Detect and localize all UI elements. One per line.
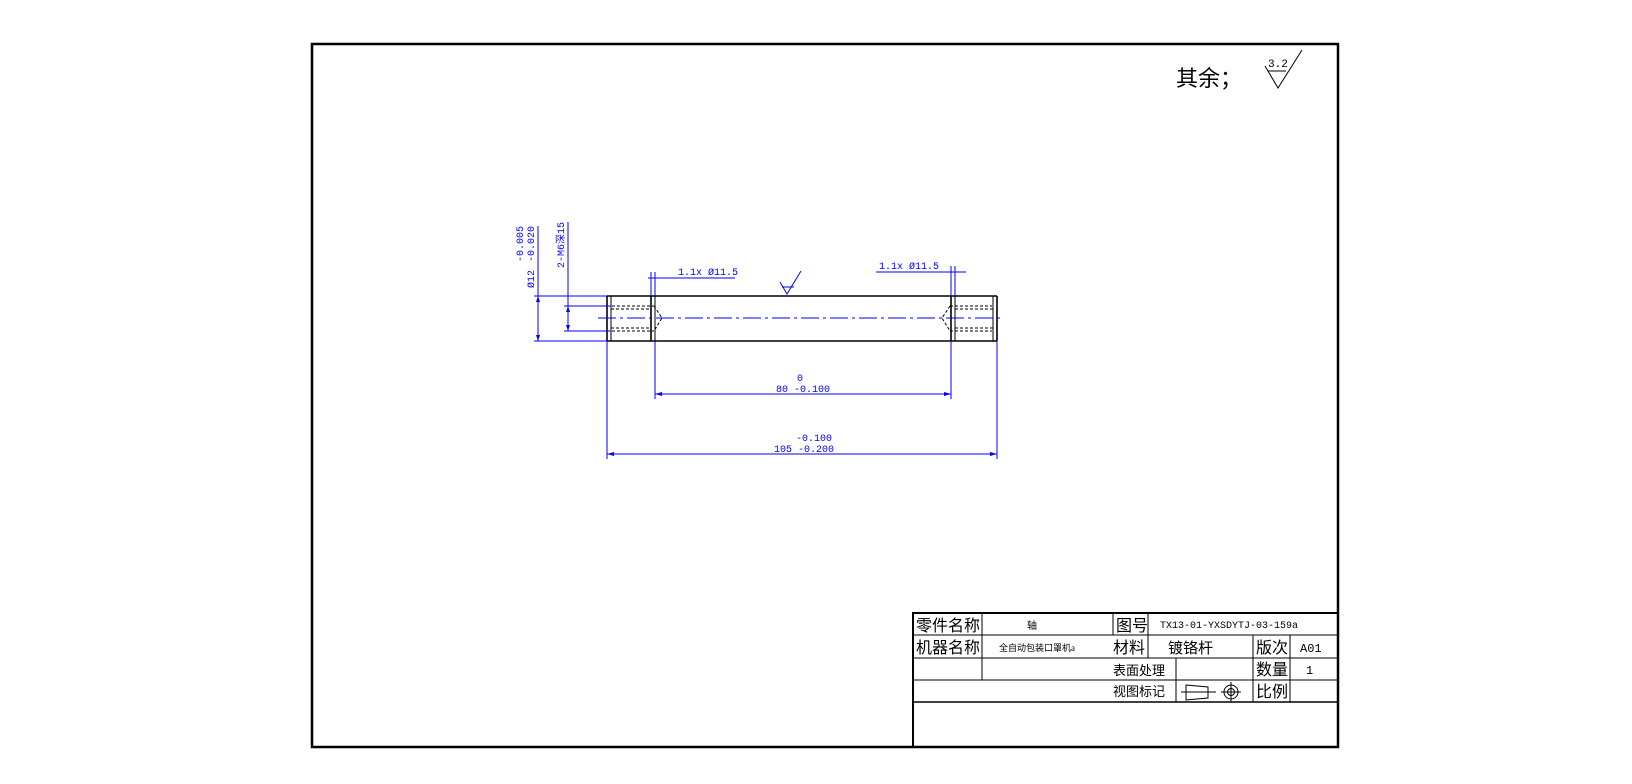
chamfer-right-label: 1.1x Ø11.5 [879, 261, 939, 273]
thread-hidden-lines [611, 305, 993, 332]
roughness-icon [1264, 49, 1303, 89]
revision-value: A01 [1300, 642, 1322, 656]
remark-roughness-value: 3.2 [1268, 59, 1288, 71]
revision-label: 版次 [1256, 639, 1288, 657]
dim-diameter: Ø12 -0.005 -0.020 [516, 226, 607, 342]
part-name-label: 零件名称 [916, 617, 980, 635]
dim-thread: 2-M6深15 [555, 222, 611, 332]
sheet-border [310, 42, 1340, 749]
len-80-upper: 0 [797, 374, 803, 385]
title-block: 零件名称 轴 图号 TX13-01-YXSDYTJ-03-159a 机器名称 全… [912, 612, 1339, 748]
shaft-roughness-symbol [779, 270, 802, 295]
len-105-label: 105 -0.200 [774, 445, 834, 456]
drawing-no-value: TX13-01-YXSDYTJ-03-159a [1160, 621, 1298, 632]
thread-label: 2-M6深15 [555, 222, 568, 268]
dim-chamfer-left: 1.1x Ø11.5 [648, 267, 738, 296]
drawing-no-label: 图号 [1116, 617, 1148, 635]
projection-symbol-icon [1181, 682, 1241, 702]
machine-name-value: 全自动包装口罩机a [999, 642, 1075, 653]
scale-label: 比例 [1256, 683, 1288, 701]
dim-length-80: 0 80 -0.100 [654, 341, 952, 399]
shaft-geometry [606, 295, 998, 342]
material-value: 镀铬杆 [1168, 640, 1213, 657]
dia-main-label: Ø12 [526, 270, 538, 288]
dim-length-105: -0.100 105 -0.200 [606, 341, 998, 459]
dim-chamfer-right: 1.1x Ø11.5 [876, 261, 966, 296]
quantity-label: 数量 [1256, 661, 1288, 679]
machine-name-label: 机器名称 [916, 639, 980, 657]
len-80-label: 80 -0.100 [776, 385, 830, 396]
dia-tol-lower: -0.020 [527, 226, 538, 262]
len-105-upper: -0.100 [796, 434, 832, 445]
general-roughness-note: 其余； 3.2 [1176, 49, 1303, 91]
quantity-value: 1 [1306, 664, 1313, 678]
view-mark-label: 视图标记 [1113, 684, 1165, 699]
part-name-value: 轴 [1027, 619, 1037, 632]
material-label: 材料 [1113, 639, 1145, 657]
roughness-icon [779, 270, 802, 295]
dia-tol-upper: -0.005 [516, 226, 527, 262]
remark-label: 其余； [1176, 66, 1242, 91]
chamfer-left-label: 1.1x Ø11.5 [678, 267, 738, 279]
surface-treatment-label: 表面处理 [1113, 663, 1165, 678]
